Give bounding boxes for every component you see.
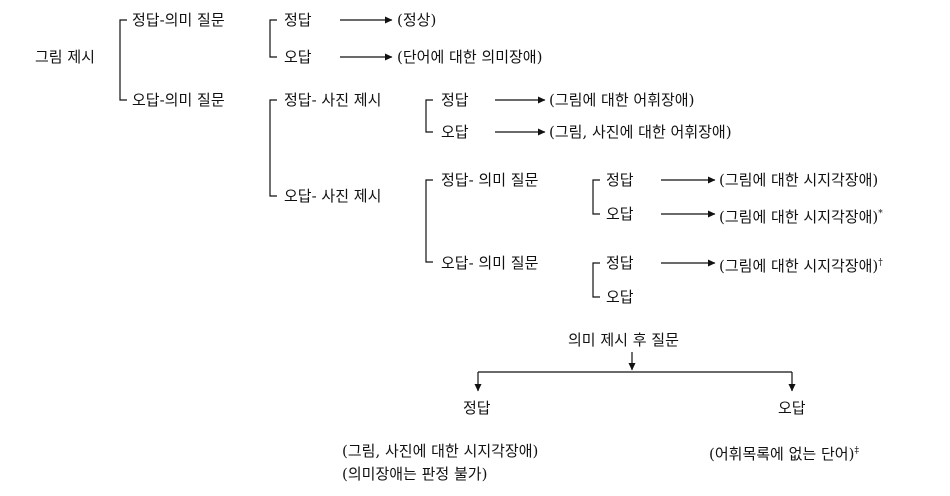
node-b-correct: 정답- 사진 제시 [284, 91, 382, 109]
node-a-c-correct: 정답 [284, 11, 312, 29]
node-c1: 정답- 의미 질문 [441, 171, 539, 189]
node-b-c-wrong: 오답 [441, 123, 469, 141]
result-d-correct-2: (의미장애는 판정 불가) [342, 465, 488, 483]
node-root: 그림 제시 [35, 48, 95, 66]
node-d-correct: 정답 [463, 399, 491, 417]
bracket-b-wrong [425, 179, 433, 263]
bracket-a-correct [269, 19, 277, 58]
node-c1-correct: 정답 [606, 171, 634, 189]
node-b-wrong: 오답- 사진 제시 [284, 187, 382, 205]
result-b-c-correct: (그림에 대한 어휘장애) [549, 91, 695, 109]
bracket-b-correct [425, 99, 433, 133]
result-d-correct-1: (그림, 사진에 대한 시지각장애) [342, 442, 539, 460]
node-a-c-wrong: 오답 [284, 48, 312, 66]
bracket-root [119, 19, 127, 101]
result-c2-correct: (그림에 대한 시지각장애)† [719, 257, 883, 275]
result-a-c-correct: (정상) [397, 11, 437, 29]
result-b-c-wrong: (그림, 사진에 대한 어휘장애) [549, 123, 732, 141]
node-c2-wrong: 오답 [606, 288, 634, 306]
node-a-correct: 정답-의미 질문 [132, 11, 225, 29]
footnote-mark-dagger: † [878, 258, 883, 268]
node-b-c-correct: 정답 [441, 91, 469, 109]
node-c2-correct: 정답 [606, 254, 634, 272]
result-c1-wrong: (그림에 대한 시지각장애)* [719, 208, 883, 226]
footnote-mark-double-dagger: ‡ [854, 446, 859, 456]
node-d-wrong: 오답 [778, 399, 806, 417]
result-a-c-wrong: (단어에 대한 의미장애) [397, 48, 543, 66]
result-c1-correct: (그림에 대한 시지각장애) [719, 171, 879, 189]
node-c2: 오답- 의미 질문 [441, 254, 539, 272]
bracket-c1 [592, 179, 600, 215]
bracket-a-wrong [269, 99, 277, 197]
footnote-mark-asterisk: * [878, 209, 883, 219]
bracket-c2 [592, 262, 600, 298]
node-c1-wrong: 오답 [606, 205, 634, 223]
node-a-wrong: 오답-의미 질문 [132, 91, 225, 109]
node-d-question: 의미 제시 후 질문 [568, 331, 679, 349]
result-d-wrong: (어휘목록에 없는 단어)‡ [709, 445, 859, 463]
